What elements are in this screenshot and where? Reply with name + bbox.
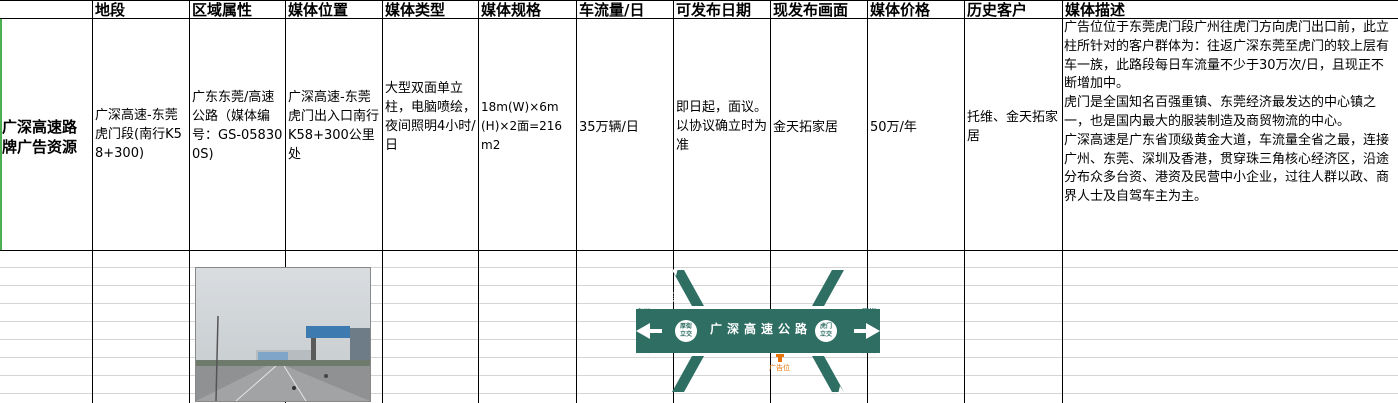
cell-description[interactable]: 广告位位于东莞虎门段广州往虎门方向虎门出口前，此立柱所针对的客户群体为：往返广深… [1064,20,1390,205]
cell-location[interactable]: 广深高速-东莞虎门段(南行K58+300) [95,108,182,161]
grid-line [0,250,1398,251]
map-city-humen: 虎门 [862,346,876,354]
map-city-guangzhou: 广州 [636,308,650,316]
map-road-label: 广深高速公路 [709,322,812,336]
grid-line [478,0,479,403]
map-interchange-right: 虎门立交 [819,323,832,338]
grid-line [673,0,674,403]
grid-line [1062,0,1063,403]
header-location: 地段 [95,1,126,19]
grid-line [0,18,1398,19]
grid-line [770,0,771,403]
header-clients: 历史客户 [967,1,1028,19]
cell-region[interactable]: 广东东莞/高速公路（媒体编号：GS-058300S) [192,90,283,162]
header-spec: 媒体规格 [481,1,542,19]
cell-traffic[interactable]: 35万辆/日 [579,120,639,135]
header-current: 现发布画面 [773,1,849,19]
map-city-houjie: 厚街 [636,346,650,354]
map-city-shenzhen: 深圳 [862,308,876,316]
grid-line [0,285,1398,286]
header-date: 可发布日期 [676,1,752,19]
route-map-drawing [636,268,880,394]
map-ad-marker-label: 广告位 [769,364,790,372]
selected-cell-marker [0,19,2,250]
billboard-photo[interactable] [195,267,371,402]
row-title[interactable]: 广深高速路牌广告资源 [2,118,78,156]
header-price: 媒体价格 [870,1,931,19]
grid-line [576,0,577,403]
header-media-type: 媒体类型 [385,1,446,19]
cell-date[interactable]: 即日起，面议。以协议确立时为准 [676,100,768,153]
cell-current[interactable]: 金天拓家居 [773,120,839,135]
grid-line [92,0,93,403]
billboard-photo-drawing [196,268,370,401]
cell-spec[interactable]: 18m(W)×6m(H)×2面=216m2 [481,100,563,152]
grid-line [0,0,1398,1]
grid-line [189,0,190,403]
cell-position[interactable]: 广深高速-东莞虎门出入口南行K58+300公里处 [288,90,380,162]
grid-line [382,0,383,403]
map-interchange-left: 厚街立交 [679,323,692,338]
grid-line [0,375,1398,376]
grid-line [0,393,1398,394]
cell-clients[interactable]: 托维、金天拓家居 [967,110,1059,144]
header-traffic: 车流量/日 [579,1,645,19]
header-description: 媒体描述 [1065,1,1126,19]
cell-price[interactable]: 50万/年 [870,120,917,135]
header-region: 区域属性 [192,1,253,19]
route-map[interactable]: 广深高速公路 厚街立交 虎门立交 广州 厚街 深圳 虎门 出口 入口 广告位 [636,268,880,394]
grid-line [0,267,1398,268]
cell-media-type[interactable]: 大型双面单立柱，电脑喷绘，夜间照明4小时/日 [385,81,477,153]
grid-line [964,0,965,403]
header-position: 媒体位置 [288,1,349,19]
grid-line [285,0,286,403]
grid-line [867,0,868,403]
